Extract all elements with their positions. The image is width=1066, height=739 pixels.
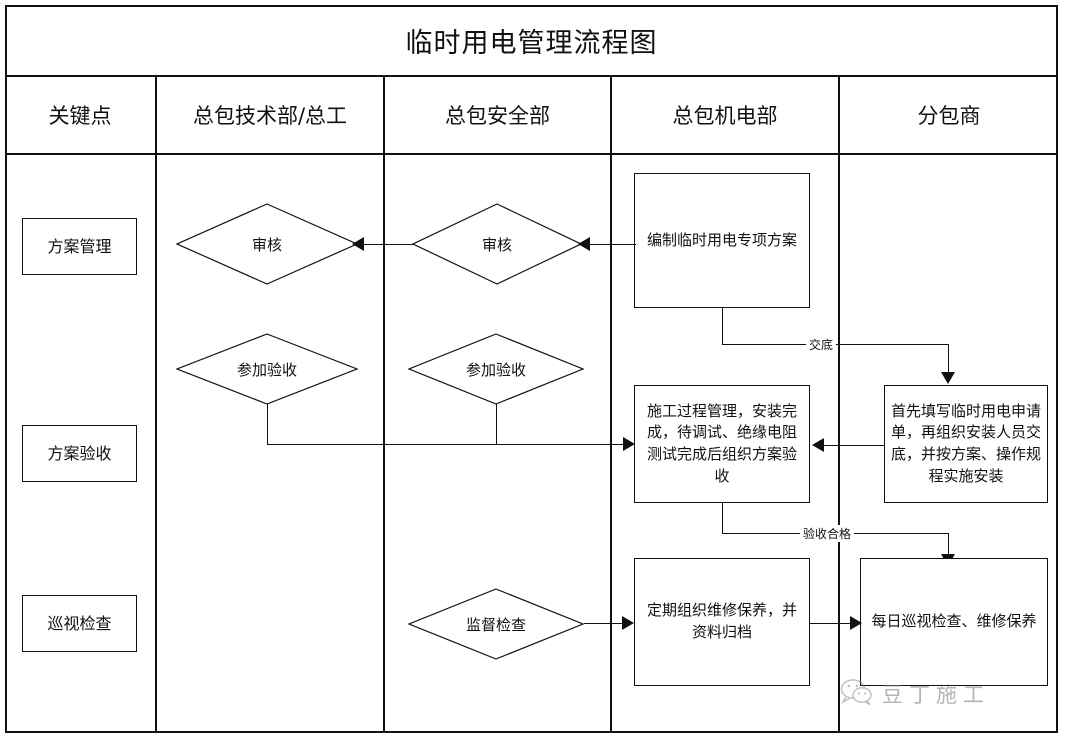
keypoint-box-plan-acceptance: 方案验收	[22, 425, 137, 482]
process-box-sub-install: 首先填写临时用电申请单，再组织安装人员交底，并按方案、操作规程实施安装	[884, 385, 1048, 503]
column-header-keypoint: 关键点	[48, 104, 112, 128]
decision-label-join-acceptance-tech: 参加验收	[236, 360, 297, 379]
arrowhead-safety-to-tech	[352, 237, 364, 251]
edge-label-accept-pass: 验收合格	[800, 525, 855, 542]
edge-label-disclosure: 交底	[806, 336, 837, 353]
connector-accept-safety-down	[496, 404, 497, 444]
process-box-draft-plan: 编制临时用电专项方案	[634, 173, 810, 308]
process-box-daily-patrol: 每日巡视检查、维修保养	[860, 558, 1048, 686]
column-header-safety: 总包安全部	[445, 104, 550, 128]
title-divider	[5, 75, 1058, 77]
column-divider-1	[155, 75, 157, 733]
column-header-tech: 总包技术部/总工	[192, 104, 348, 128]
decision-diamond-review-safety: 审核	[412, 203, 582, 285]
diagram-frame	[5, 5, 1058, 733]
connector-accept-pass-seg1	[722, 503, 723, 533]
column-header-sub: 分包商	[917, 104, 981, 128]
connector-accept-tech-down	[267, 404, 268, 444]
connector-sub-to-mgmt	[824, 445, 884, 446]
connector-supervise-to-maintenance	[584, 623, 630, 624]
decision-label-review-tech: 审核	[251, 235, 282, 254]
connector-maintenance-to-patrol	[810, 623, 858, 624]
connector-disclosure-seg1	[722, 308, 723, 344]
column-divider-3	[610, 75, 612, 733]
connector-safety-to-tech	[360, 244, 414, 245]
connector-accept-to-mgmt	[267, 444, 629, 445]
wechat-icon	[840, 678, 874, 710]
process-box-construction-mgmt: 施工过程管理，安装完成，待调试、绝缘电阻测试完成后组织方案验收	[634, 385, 810, 503]
keypoint-box-plan-management: 方案管理	[22, 218, 137, 275]
decision-label-review-safety: 审核	[481, 235, 512, 254]
arrowhead-accept-to-mgmt	[623, 437, 635, 451]
keypoint-box-patrol-inspection: 巡视检查	[22, 595, 137, 652]
decision-label-join-acceptance-safety: 参加验收	[465, 360, 526, 379]
arrowhead-maintenance-to-patrol	[850, 616, 862, 630]
header-divider	[5, 153, 1058, 155]
watermark: 豆丁施工	[840, 678, 990, 710]
watermark-text: 豆丁施工	[882, 683, 990, 707]
decision-diamond-join-acceptance-safety: 参加验收	[408, 333, 584, 405]
column-divider-4	[838, 75, 840, 733]
process-box-maintenance-file: 定期组织维修保养，并资料归档	[634, 558, 810, 686]
decision-label-supervise-check: 监督检查	[465, 615, 526, 634]
decision-diamond-review-tech: 审核	[176, 203, 358, 285]
column-header-mep: 总包机电部	[672, 104, 778, 128]
connector-accept-pass-seg3	[948, 533, 949, 557]
column-divider-2	[383, 75, 385, 733]
arrowhead-draft-to-safety	[578, 237, 590, 251]
arrowhead-supervise-to-maintenance	[622, 616, 634, 630]
connector-disclosure-seg3	[948, 344, 949, 374]
page-title: 临时用电管理流程图	[405, 27, 658, 59]
decision-diamond-join-acceptance-tech: 参加验收	[176, 333, 358, 405]
arrowhead-disclosure	[941, 372, 955, 384]
arrowhead-sub-to-mgmt	[812, 438, 824, 452]
connector-draft-to-safety	[584, 244, 636, 245]
decision-diamond-supervise-check: 监督检查	[408, 588, 584, 660]
